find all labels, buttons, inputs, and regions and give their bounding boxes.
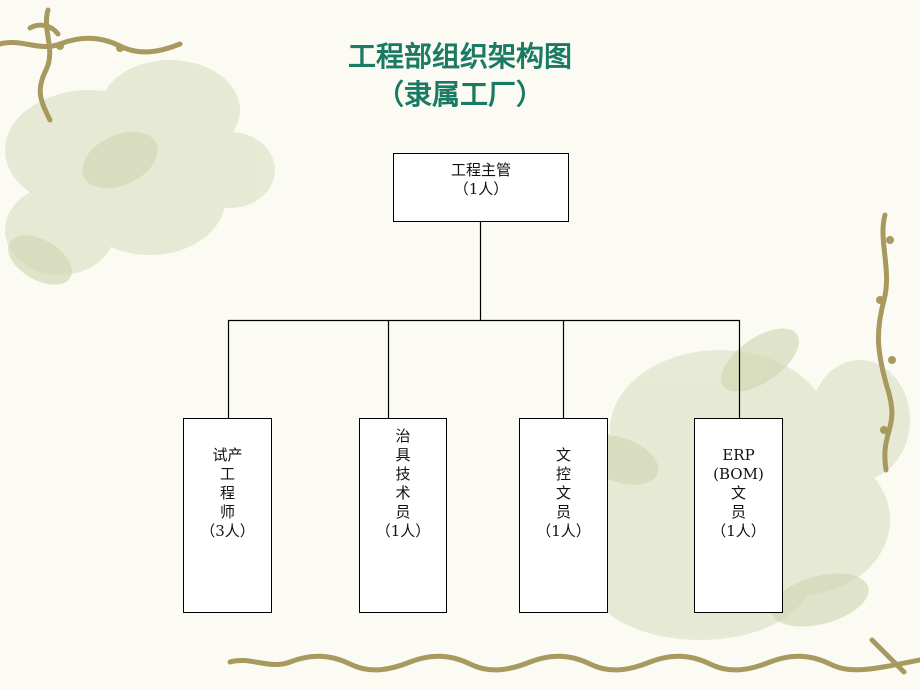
node-label: (BOM) [713, 465, 764, 483]
node-label: 程 [219, 484, 235, 502]
node-label: 工程主管 [450, 161, 511, 179]
node-label: 员 [395, 503, 411, 521]
org-node-erp-bom-clerk: ERP (BOM) 文 员 （1人） [694, 418, 783, 613]
node-label: （1人） [711, 522, 766, 540]
node-label: （1人） [453, 180, 509, 198]
node-label: ERP [722, 446, 755, 464]
node-label: （1人） [375, 522, 431, 540]
org-node-fixture-technician: 治 具 技 术 员 （1人） [359, 418, 447, 613]
org-node-document-control-clerk: 文 控 文 员 （1人） [519, 418, 608, 613]
node-label: （3人） [200, 522, 255, 540]
node-label: 治 [395, 427, 411, 445]
node-label: 控 [555, 465, 571, 483]
chart-subtitle: （隶属工厂） [375, 78, 544, 111]
node-label: （1人） [536, 522, 591, 540]
org-node-trial-engineer: 试产 工 程 师 （3人） [183, 418, 272, 613]
node-label: 文 [555, 446, 571, 464]
node-label: 员 [555, 503, 571, 521]
vine-buds [56, 42, 896, 434]
node-label: 文 [555, 484, 571, 502]
org-node-root: 工程主管 （1人） [393, 153, 569, 222]
node-label: 试产 [212, 446, 243, 464]
node-label: 员 [730, 503, 746, 521]
node-label: 具 [395, 446, 411, 464]
vine-border [0, 7, 920, 675]
node-label: 术 [395, 484, 411, 502]
node-label: 工 [219, 465, 235, 483]
node-label: 师 [219, 503, 235, 521]
chart-title: 工程部组织架构图 [347, 40, 572, 73]
node-label: 技 [395, 465, 411, 483]
node-label: 文 [730, 484, 746, 502]
